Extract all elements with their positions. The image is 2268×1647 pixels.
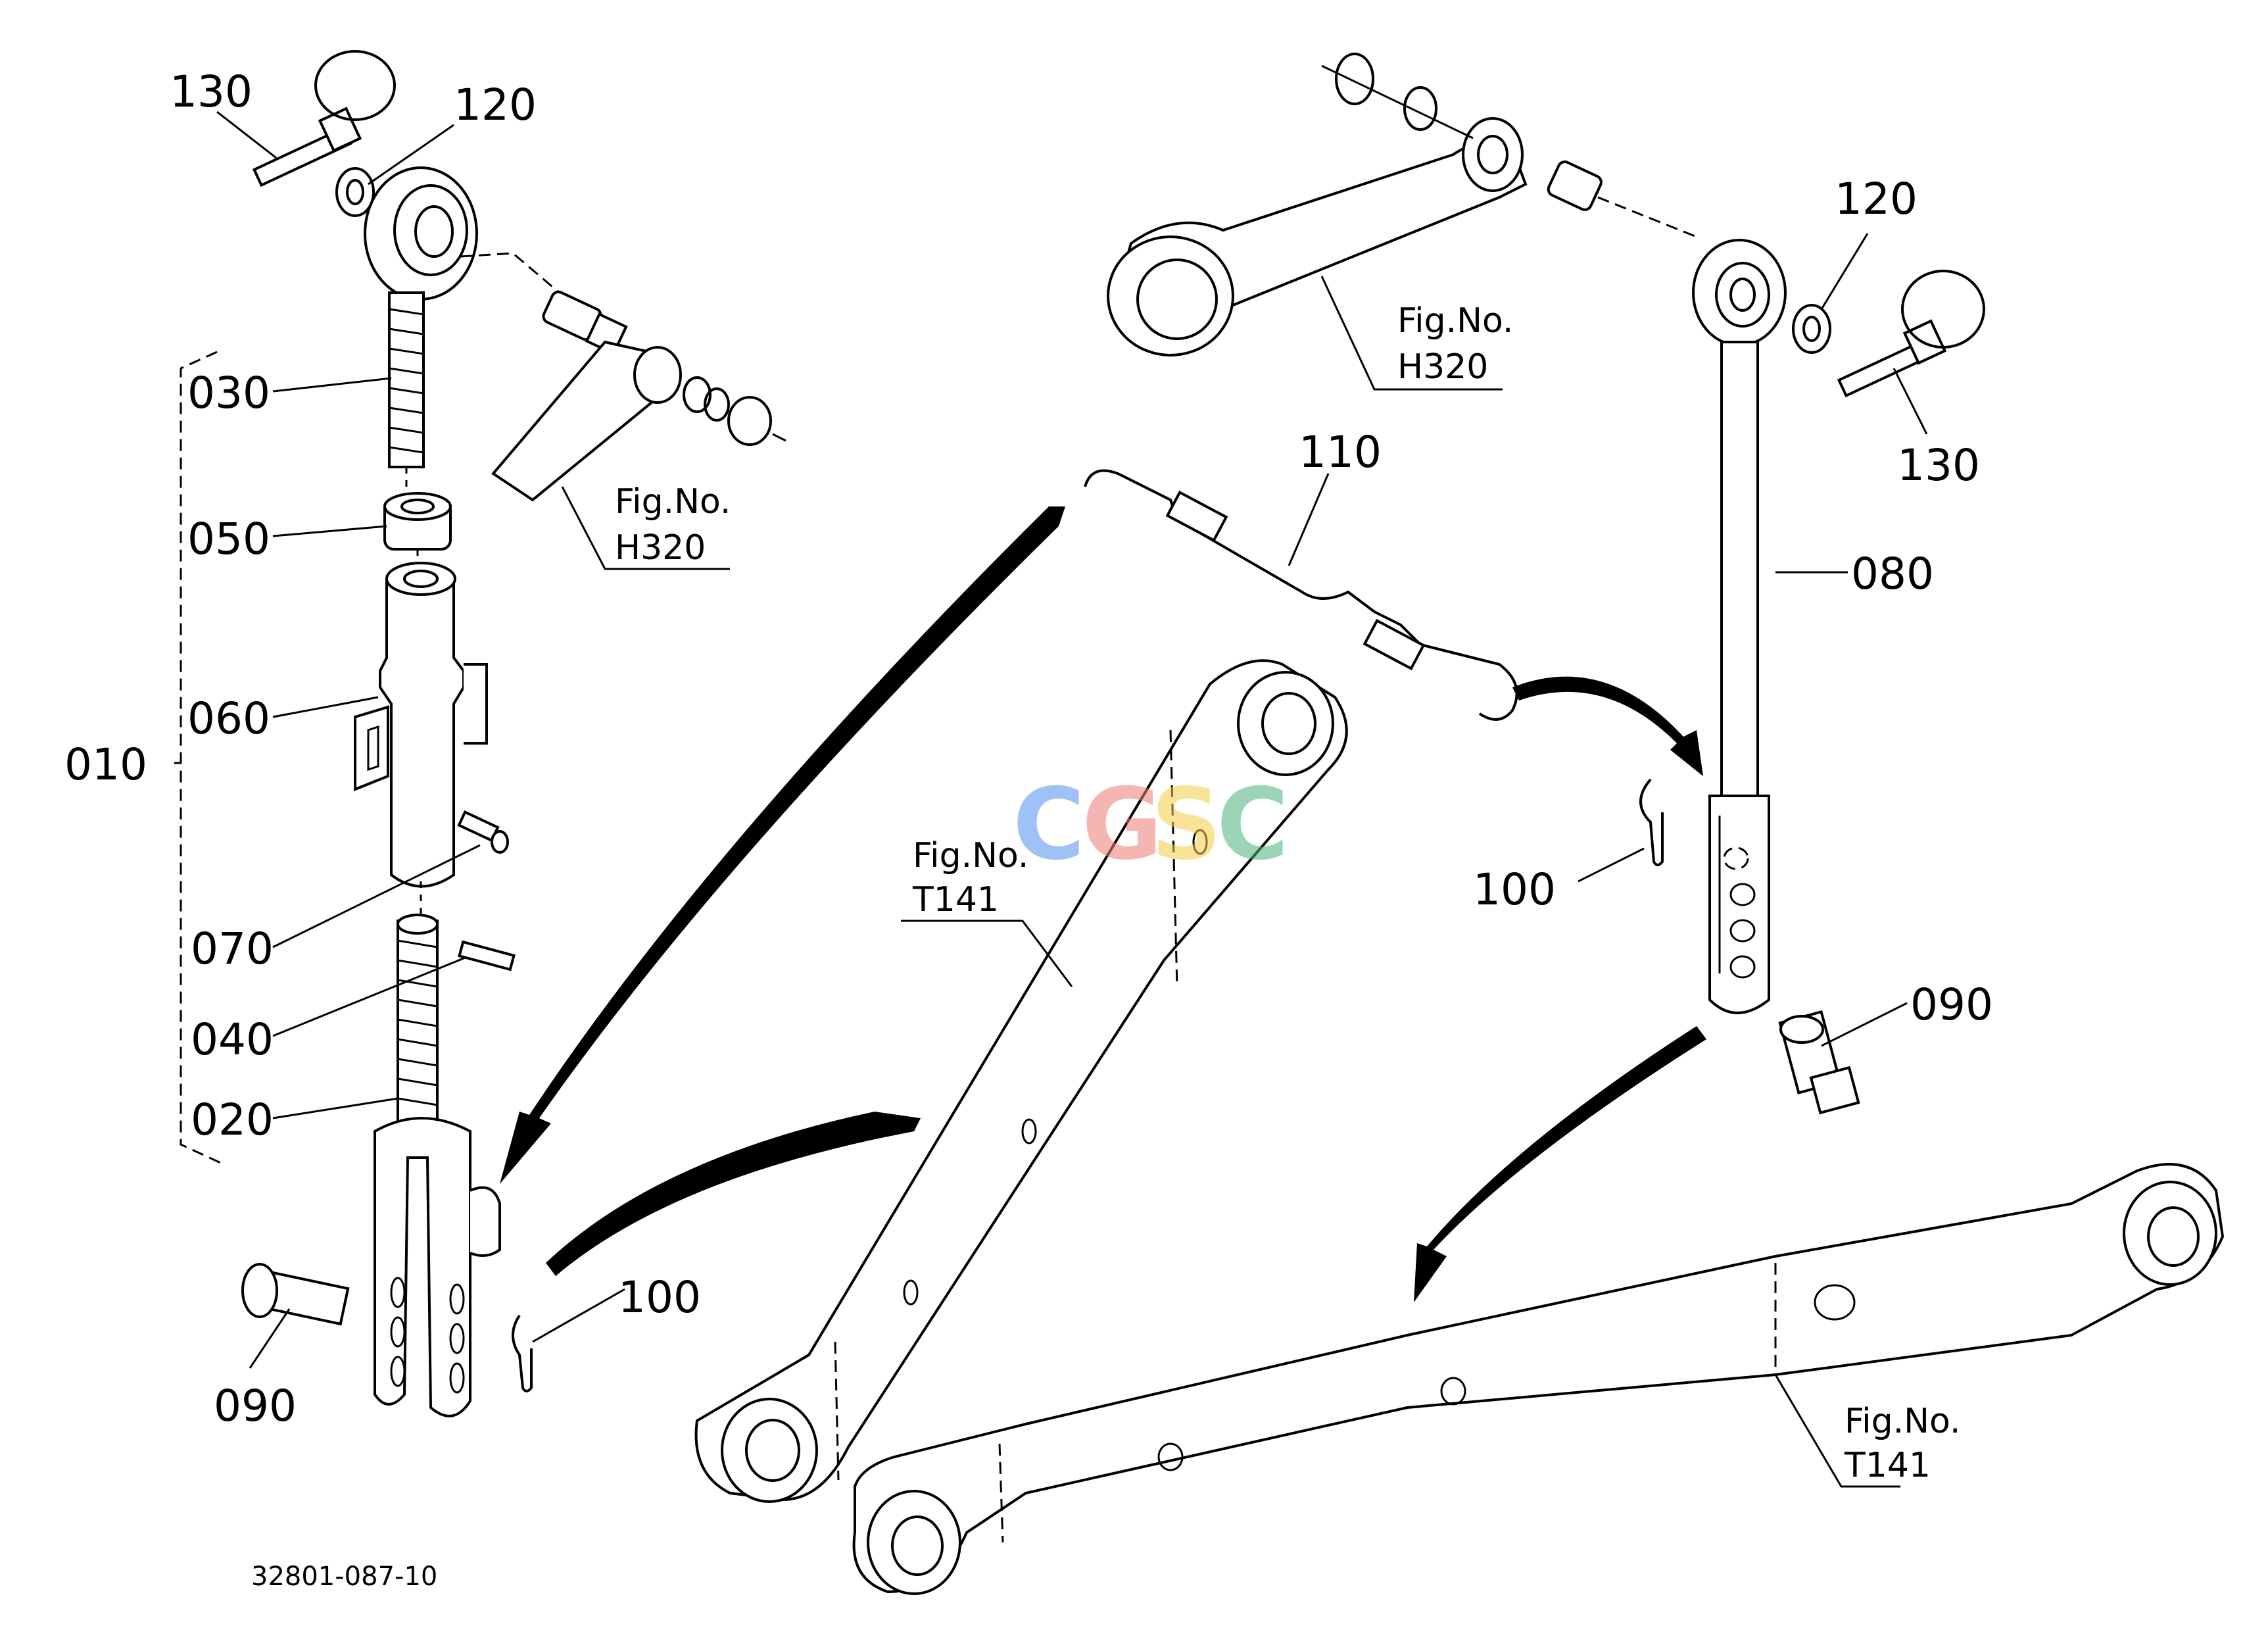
label-130-right: 130 bbox=[1897, 440, 1980, 491]
lift-rod-slotted-end bbox=[1708, 795, 1770, 1014]
label-080: 080 bbox=[1851, 549, 1934, 599]
lower-link-center bbox=[694, 659, 1348, 1503]
label-050: 050 bbox=[187, 514, 270, 564]
drawing-code: 32801-087-10 bbox=[251, 1561, 437, 1592]
label-090-right: 090 bbox=[1910, 979, 1993, 1030]
watermark-letter-2: G bbox=[1082, 768, 1163, 882]
threaded-rod-030 bbox=[388, 291, 425, 468]
lock-nut-050 bbox=[383, 492, 452, 551]
spring-pin-040 bbox=[458, 940, 516, 971]
linch-pin-100-right bbox=[1639, 778, 1664, 866]
clevis-pin-090-right bbox=[1778, 1010, 1860, 1115]
rocker-arm-right bbox=[1107, 53, 1697, 356]
assembly-bracket-010 bbox=[180, 351, 224, 1166]
lynch-pin-130-right bbox=[1837, 270, 1985, 398]
threaded-rod-020 bbox=[397, 920, 439, 1133]
check-chain-110 bbox=[1084, 469, 1518, 721]
watermark-logo: C G S C bbox=[1013, 768, 1289, 882]
watermark-letter-3: S bbox=[1151, 768, 1222, 882]
label-130-left: 130 bbox=[170, 66, 253, 117]
lynch-pin-130-left bbox=[252, 50, 396, 187]
label-100-right: 100 bbox=[1473, 864, 1556, 915]
top-link-assembly bbox=[180, 50, 786, 1417]
grease-nipple-070 bbox=[457, 810, 509, 854]
part-number-labels: 130 120 030 050 060 010 070 040 020 090 … bbox=[64, 66, 1993, 1431]
leader-lines bbox=[174, 111, 1928, 1488]
assembly-arrows bbox=[500, 506, 1706, 1302]
label-090-left: 090 bbox=[214, 1381, 297, 1431]
label-060: 060 bbox=[187, 693, 270, 744]
label-010: 010 bbox=[64, 739, 147, 790]
clevis-pin-090-left bbox=[241, 1263, 350, 1326]
label-100-left: 100 bbox=[618, 1272, 701, 1323]
figure-references: Fig.No. H320 Fig.No. H320 Fig.No. T141 F… bbox=[615, 301, 1960, 1485]
label-120-right: 120 bbox=[1835, 174, 1918, 224]
fig-ref-h320-right-line1: Fig.No. bbox=[1397, 301, 1513, 341]
fig-ref-t141-right-line2: T141 bbox=[1844, 1446, 1931, 1485]
clevis-fork bbox=[374, 1117, 501, 1417]
lower-link-right bbox=[852, 1163, 2225, 1595]
label-120-left: 120 bbox=[454, 80, 537, 130]
rocker-arm-partial bbox=[460, 252, 786, 502]
label-030: 030 bbox=[187, 368, 270, 418]
lift-rod-eye bbox=[1692, 239, 1787, 347]
lift-rod-assembly bbox=[1107, 53, 1985, 1115]
label-020: 020 bbox=[191, 1094, 274, 1145]
watermark-letter-1: C bbox=[1013, 768, 1085, 882]
fig-ref-h320-left-line1: Fig.No. bbox=[615, 482, 731, 522]
lift-rod-080 bbox=[1720, 341, 1759, 804]
label-040: 040 bbox=[191, 1014, 274, 1065]
watermark-letter-4: C bbox=[1217, 768, 1289, 882]
ball-joint-end bbox=[364, 166, 478, 301]
label-110: 110 bbox=[1299, 427, 1382, 478]
fig-ref-h320-right-line2: H320 bbox=[1397, 347, 1488, 387]
fig-ref-t141-right-line1: Fig.No. bbox=[1845, 1402, 1960, 1441]
linch-pin-100-left bbox=[512, 1314, 533, 1392]
fig-ref-t141-mid-line2: T141 bbox=[912, 880, 999, 920]
fig-ref-h320-left-line2: H320 bbox=[615, 528, 706, 568]
turnbuckle-body-060 bbox=[354, 562, 488, 888]
label-070: 070 bbox=[191, 923, 274, 974]
fig-ref-t141-mid-line1: Fig.No. bbox=[913, 836, 1028, 875]
